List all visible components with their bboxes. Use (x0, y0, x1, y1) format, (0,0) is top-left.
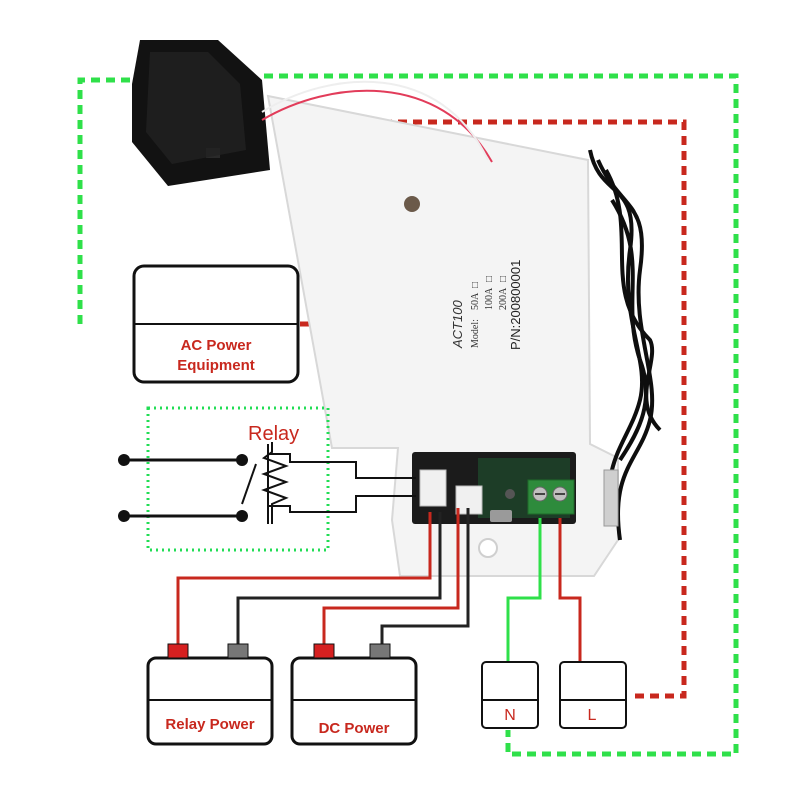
mounting-hole (404, 196, 420, 212)
act100-module: ACT100 Model: 50A □ 100A □ 200A □ P/N:20… (266, 94, 619, 577)
checkbox-50a: □ (470, 282, 481, 288)
dc-power-battery: DC Power (290, 643, 418, 746)
relay-power-battery: Relay Power (146, 643, 274, 746)
neutral-label: N (504, 707, 516, 724)
option-50a: 50A (470, 292, 481, 310)
relay-connector (419, 469, 447, 507)
relay: Relay (118, 406, 416, 552)
model-name: ACT100 (450, 300, 465, 349)
dc-power-label: DC Power (319, 720, 390, 737)
temperature-probe-icon (588, 149, 662, 541)
relay-power-label: Relay Power (165, 716, 254, 733)
relay-coil-icon (261, 442, 416, 524)
model-prefix: Model: (470, 319, 481, 348)
option-200a: 200A (498, 287, 509, 310)
reset-button (505, 489, 515, 499)
checkbox-100a: □ (484, 276, 495, 282)
checkbox-200a: □ (498, 276, 509, 282)
ac-equipment-label-line1: AC Power (181, 337, 252, 354)
ac-power-equipment: AC Power Equipment (132, 264, 300, 384)
negative-terminal (227, 643, 249, 659)
module-label: ACT100 Model: 50A □ 100A □ 200A □ P/N:20… (450, 260, 523, 350)
positive-terminal (167, 643, 189, 659)
power-wiring (176, 508, 582, 662)
negative-terminal (369, 643, 391, 659)
ac-equipment-label-line2: Equipment (177, 357, 255, 374)
screw-terminal-icon (527, 479, 575, 515)
line-label: L (588, 707, 597, 724)
neutral-terminal: N (481, 661, 539, 729)
relay-box (146, 406, 330, 552)
positive-terminal (313, 643, 335, 659)
part-number: P/N:200800001 (508, 260, 523, 350)
line-terminal: L (559, 661, 627, 729)
option-100a: 100A (484, 287, 495, 310)
neutral-dashed-circuit (77, 73, 739, 757)
relay-label: Relay (248, 423, 299, 445)
usb-port-icon (490, 510, 512, 522)
mounting-hole (478, 538, 498, 558)
current-transformer-icon (132, 40, 493, 186)
relay-switch (241, 463, 257, 505)
